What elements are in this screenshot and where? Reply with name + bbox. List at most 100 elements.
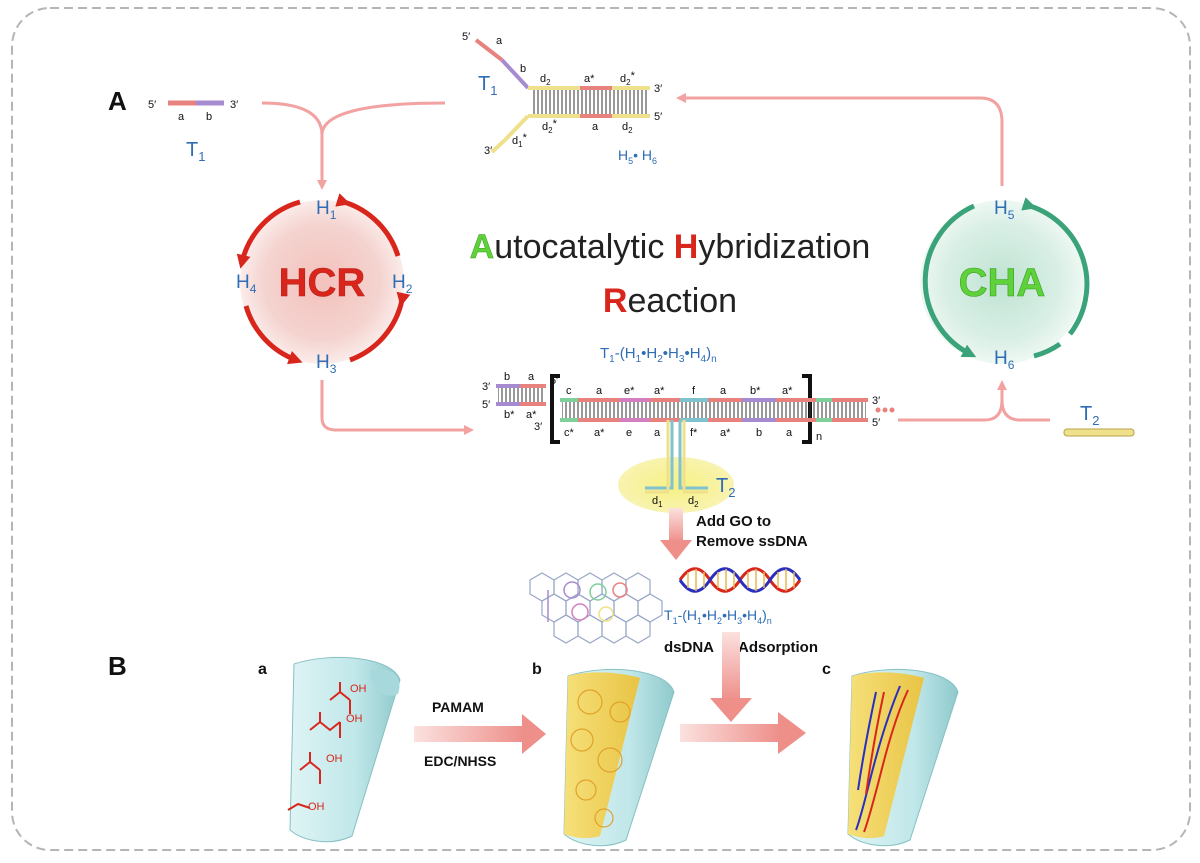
product-label: T1-(H1•H2•H3•H4)n [600, 345, 717, 365]
adsorbed-dsdna [855, 685, 909, 833]
panel-label-b: B [108, 651, 127, 681]
panel-b-label-b: b [532, 661, 542, 678]
h5h6-d2star-bot: d2* [542, 118, 558, 135]
t1-strand: 5′ 3′ a b T1 [148, 99, 238, 164]
title-line-1: Autocatalytic Hybridization [470, 228, 871, 266]
cha-cycle: CHA H5 H6 [920, 197, 1090, 372]
product-bottom-label-0: c* [564, 427, 575, 439]
t1-label-b: b [206, 111, 212, 123]
h5h6-label-b: b [520, 63, 526, 75]
h5h6-a-bot: a [592, 121, 599, 133]
arrow-adsorption-down [722, 632, 740, 700]
product-n: n [816, 431, 822, 443]
product-top-label-0: c [566, 385, 572, 397]
hcr-h1: H1 [316, 198, 337, 222]
panel-b-label-c: c [822, 661, 831, 678]
hcr-circle-bg [240, 200, 404, 364]
oh-label-1: OH [350, 683, 367, 695]
h5h6-3-end-right: 3′ [654, 83, 662, 95]
oh-label-4: OH [308, 801, 325, 813]
flow-arrow-product-to-cha [898, 380, 1007, 422]
t1-name: T1 [186, 139, 205, 164]
product-right-3: 3′ [872, 395, 880, 407]
h5h6-top-5-end: 5′ [462, 31, 470, 43]
arrow-pamam [414, 726, 524, 742]
product-base-pairs [562, 402, 866, 418]
arrow-add-go [669, 508, 683, 542]
adsorption-label-right: Adsorption [738, 639, 818, 656]
h5h6-astar-top: a* [584, 73, 595, 85]
t2-bar [1063, 428, 1135, 437]
product-left-3: 3′ [482, 381, 490, 393]
product-bottom-label-2: e [626, 427, 632, 439]
hcr-label: HCR [279, 261, 366, 305]
cha-h6: H6 [994, 348, 1015, 372]
product-bottom-label-6: b [756, 427, 762, 439]
h5h6-t1-seg-b [500, 58, 530, 90]
product-lb-5: 5′ [550, 375, 558, 387]
tube-b [563, 668, 675, 847]
product-lb-bstar: b* [504, 409, 515, 421]
t1-5-end: 5′ [148, 99, 156, 111]
tube-c [847, 668, 959, 847]
product-lb-astar: a* [526, 409, 537, 421]
oh-label-2: OH [346, 713, 363, 725]
h5h6-d1star: d1* [512, 132, 528, 149]
product-lb-a: a [528, 371, 535, 383]
product-d2: d2 [688, 495, 699, 509]
t1-3-end: 3′ [230, 99, 238, 111]
go-step-line-1: Add GO to [696, 513, 771, 530]
panel-label-a: A [108, 86, 127, 116]
product-left-5: 5′ [482, 399, 490, 411]
product-lb-b: b [504, 371, 510, 383]
product-top-label-3: a* [654, 385, 665, 397]
t2-strand: T2 [1063, 403, 1135, 437]
h5h6-d2star-top: d2* [620, 70, 636, 87]
h5h6-d2-bot: d2 [622, 121, 633, 135]
product-bottom-label-7: a [786, 427, 793, 439]
dsdna-product-label: T1-(H1•H2•H3•H4)n [664, 607, 772, 626]
tube-a: OH OH OH OH [287, 656, 401, 843]
adsorbed-ssdna-loops [547, 581, 628, 622]
h5h6-base-pairs [532, 90, 648, 114]
t2-name: T2 [1080, 403, 1099, 428]
product-top-label-6: b* [750, 385, 761, 397]
hcr-h2: H2 [392, 272, 413, 296]
h5h6-5-end-right: 5′ [654, 111, 662, 123]
h5h6-t1-name: T1 [478, 73, 497, 98]
product-bottom-label-1: a* [594, 427, 605, 439]
product-d1: d1 [652, 495, 663, 509]
h5h6-label-a: a [496, 35, 503, 47]
product-right-5: 5′ [872, 417, 880, 429]
adsorption-label-left: dsDNA [664, 639, 714, 656]
product-top-label-7: a* [782, 385, 793, 397]
hcr-h3: H3 [316, 352, 337, 376]
product-top-label-2: e* [624, 385, 635, 397]
product-lb-3: 3′ [534, 421, 542, 433]
hcr-h4: H4 [236, 272, 257, 296]
flow-arrow-t2-merge [1000, 399, 1050, 422]
h5h6-complex: 5′ a b T1 d2 a* d2* 3′ 5′ d2* a d2 d1* 3… [462, 31, 662, 166]
product-bottom-label-5: a* [720, 427, 731, 439]
t1-label-a: a [178, 111, 185, 123]
panel-b-label-a: a [258, 661, 267, 678]
title-line-2: Reaction [603, 282, 737, 320]
product-top-label-4: f [692, 385, 696, 397]
cha-label: CHA [959, 261, 1046, 305]
hcr-cycle: HCR H1 H2 H3 H4 [236, 193, 413, 376]
cha-circle-bg [920, 200, 1084, 364]
product-duplex: T1-(H1•H2•H3•H4)n 3′ 5′ b a b* a* 3′ 5′ … [482, 345, 895, 513]
flow-arrow-cha-to-h5h6 [676, 93, 1004, 186]
dsdna-helix [678, 567, 802, 593]
oh-label-3: OH [326, 753, 343, 765]
pamam-label: PAMAM [432, 699, 484, 715]
cha-h5: H5 [994, 198, 1015, 222]
pamam-dendrimers [570, 689, 631, 828]
product-t2-name: T2 [716, 475, 735, 500]
go-step-line-2: Remove ssDNA [696, 533, 808, 550]
t2-overhang-highlight [618, 457, 734, 513]
carboxyl-groups [287, 682, 351, 811]
h5h6-name: H5• H6 [618, 147, 657, 166]
